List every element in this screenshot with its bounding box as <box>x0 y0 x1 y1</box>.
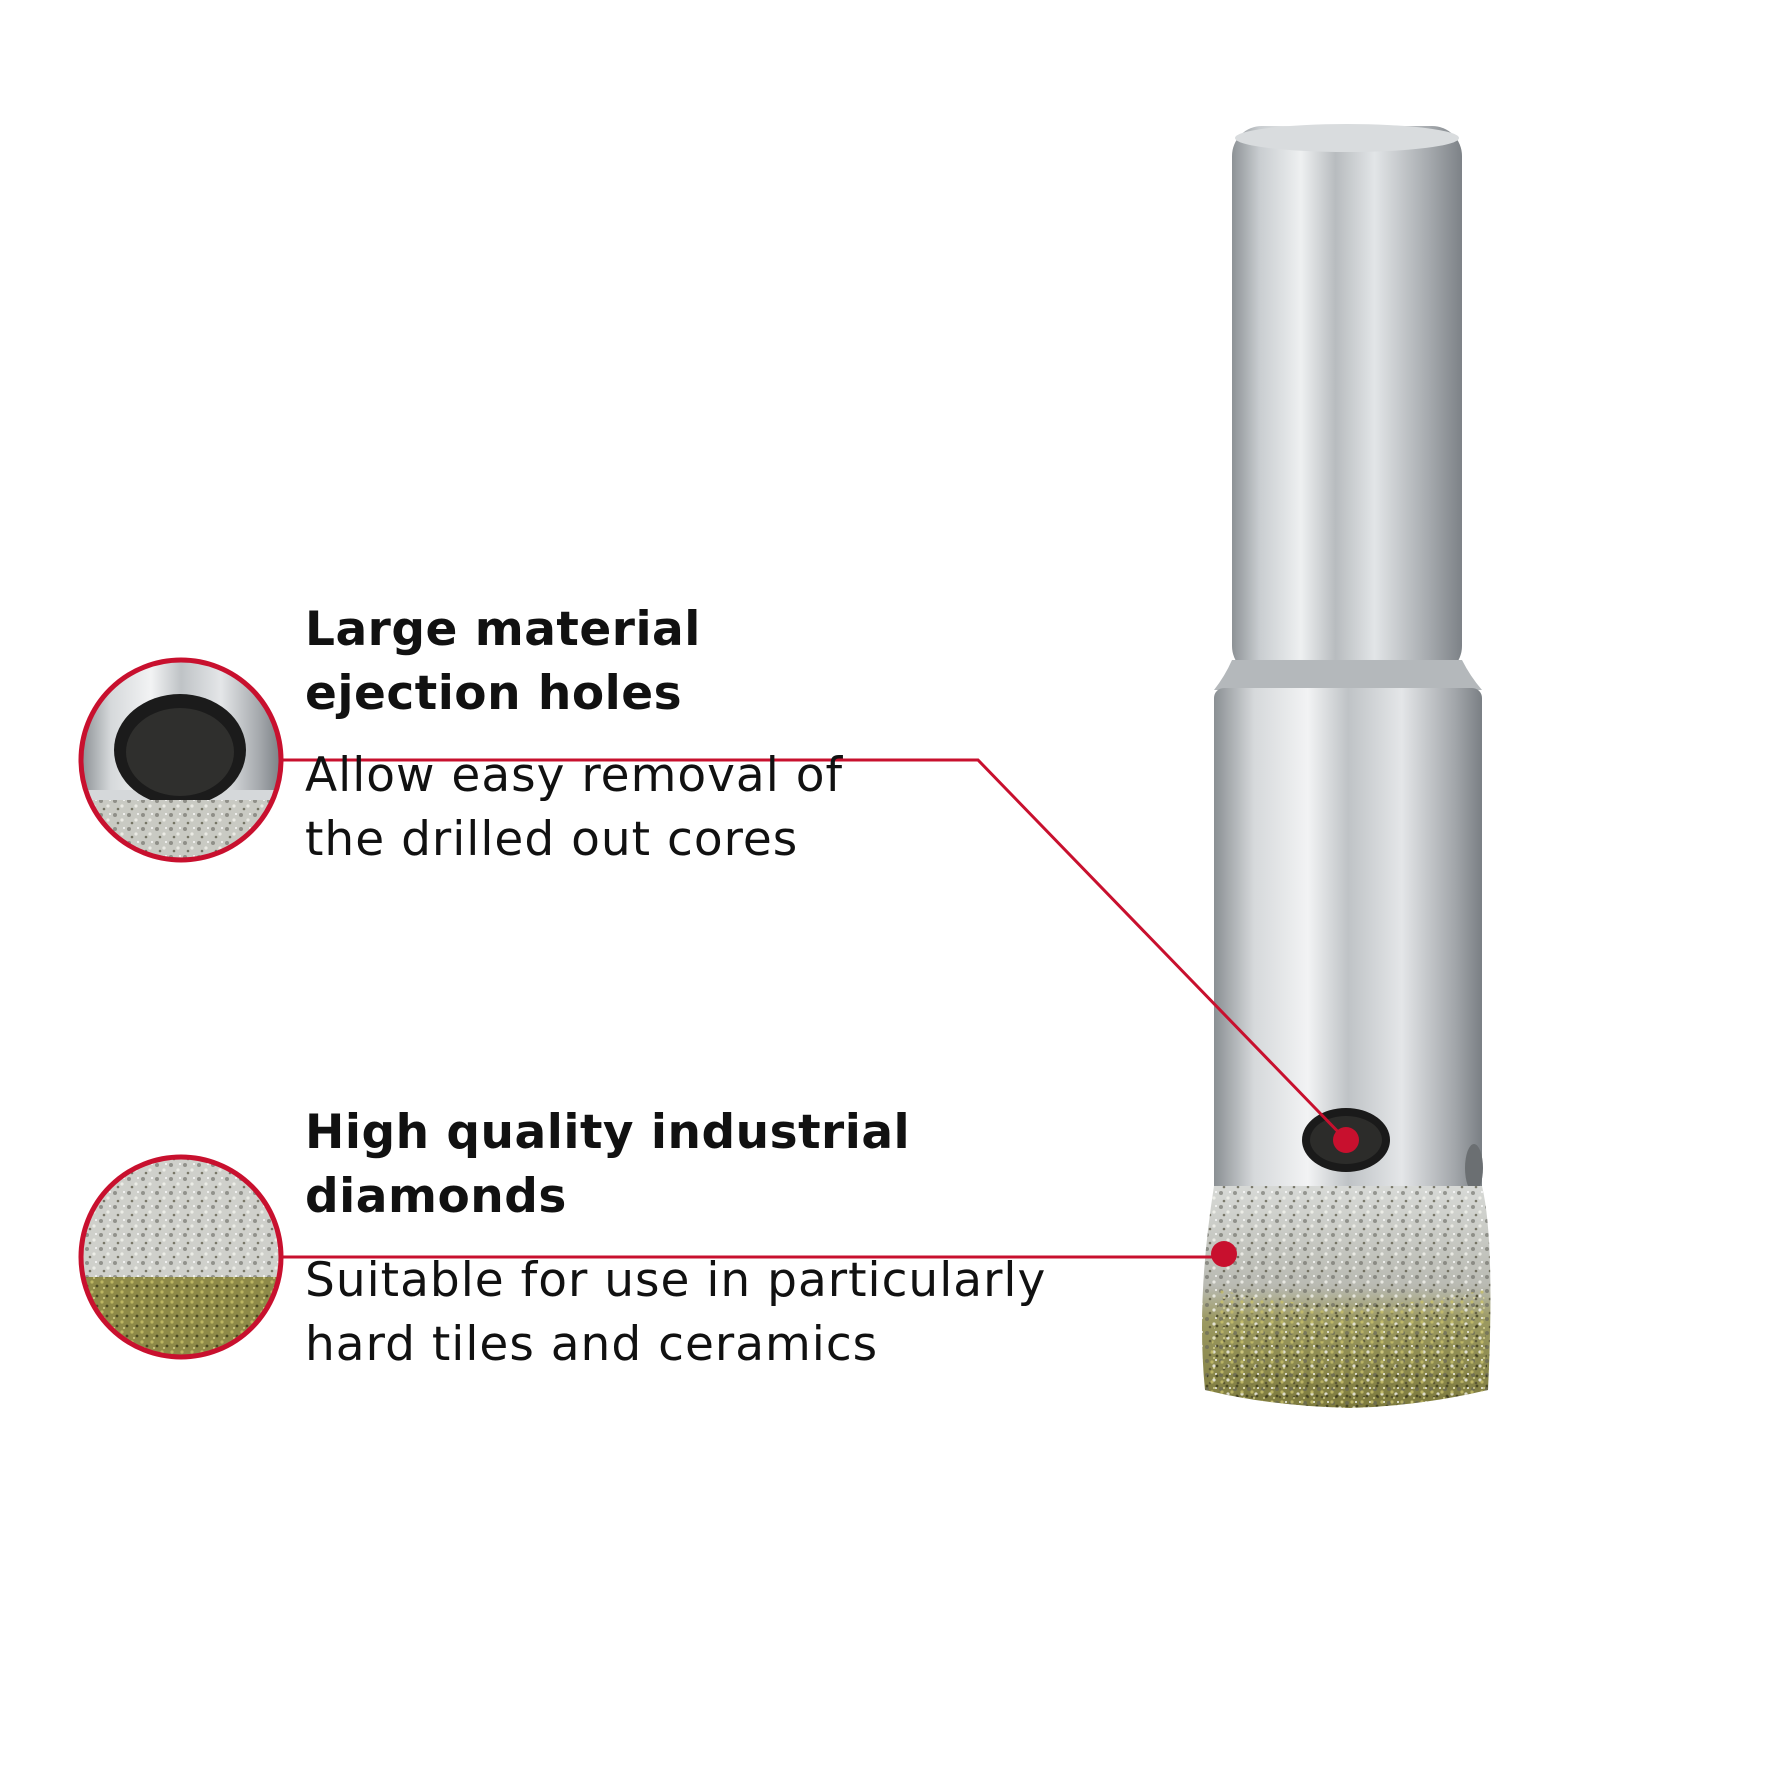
feature-description-line: hard tiles and ceramics <box>305 1317 879 1372</box>
callout-line-ejection <box>282 758 1348 1142</box>
diamond-core-drill-bit <box>1202 124 1491 1408</box>
feature-description: Allow easy removal of the drilled out co… <box>305 744 843 872</box>
feature-title-line: ejection holes <box>305 666 683 721</box>
feature-title: High quality industrial diamonds <box>305 1101 1046 1229</box>
callout-dot-diamonds <box>1211 1241 1237 1267</box>
ejection-hole-detail <box>78 657 284 863</box>
feature-description: Suitable for use in particularly hard ti… <box>305 1249 1046 1377</box>
drill-body <box>1214 688 1482 1198</box>
shank-end-cap <box>1235 124 1459 152</box>
feature-ejection-holes: Large material ejection holes Allow easy… <box>305 598 843 872</box>
drill-shank <box>1232 126 1462 676</box>
drill-shoulder <box>1214 660 1482 690</box>
feature-title: Large material ejection holes <box>305 598 843 726</box>
feature-title-line: Large material <box>305 602 701 657</box>
feature-industrial-diamonds: High quality industrial diamonds Suitabl… <box>305 1101 1046 1377</box>
diamond-tip-gold-grit <box>1205 1290 1488 1408</box>
feature-description-line: the drilled out cores <box>305 812 799 867</box>
feature-title-line: High quality industrial <box>305 1105 911 1160</box>
feature-description-line: Suitable for use in particularly <box>305 1253 1047 1308</box>
feature-description-line: Allow easy removal of <box>305 748 844 803</box>
side-hole-icon <box>1465 1144 1483 1192</box>
callout-dot-ejection <box>1333 1127 1359 1153</box>
diamond-grit-detail <box>78 1154 284 1360</box>
feature-title-line: diamonds <box>305 1169 567 1224</box>
